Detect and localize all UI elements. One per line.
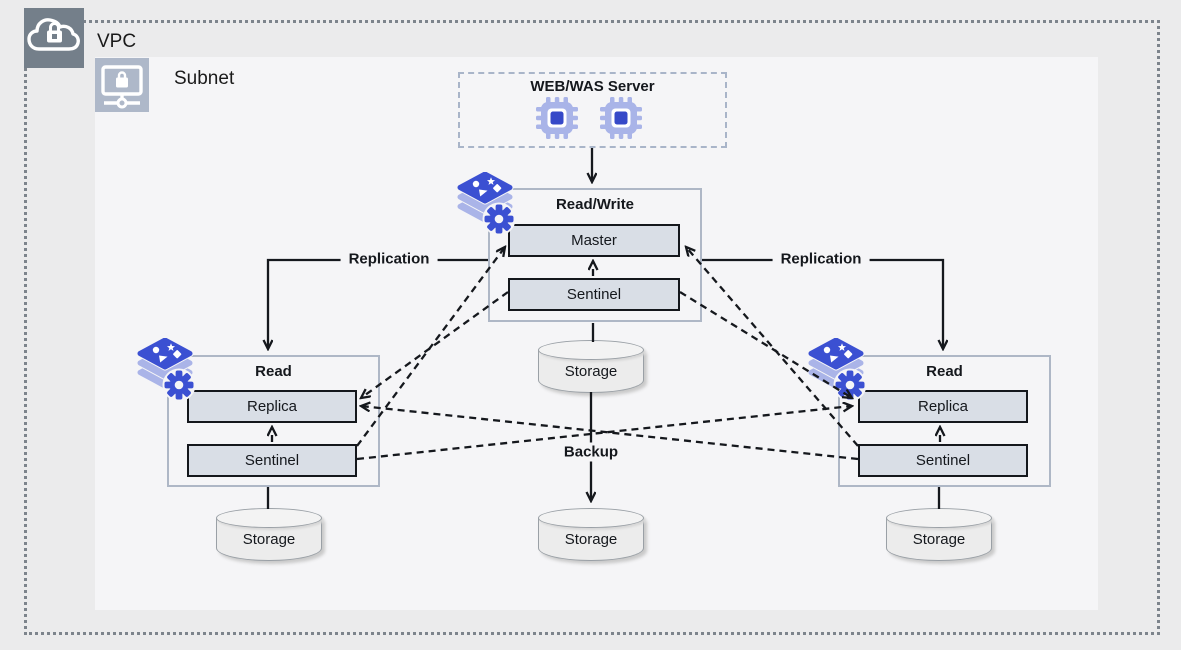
backup-label: Backup	[555, 442, 627, 462]
read-write-title: Read/Write	[555, 196, 635, 213]
master-label: Master	[571, 232, 617, 249]
replica-node-left: Replica	[187, 390, 357, 423]
webwas-server-title: WEB/WAS Server	[530, 78, 655, 95]
cpu-chip-icon	[536, 97, 578, 139]
sentinel-label: Sentinel	[566, 286, 622, 303]
subnet-icon	[95, 58, 149, 112]
storage-label: Storage	[912, 531, 966, 548]
vpc-cloud-lock-icon	[24, 8, 84, 68]
replication-right-label: Replication	[772, 249, 870, 269]
subnet-label: Subnet	[174, 68, 235, 89]
storage-label: Storage	[242, 531, 296, 548]
cylinder-top	[886, 508, 992, 528]
storage-cylinder-readwrite: Storage	[538, 340, 644, 393]
gear-icon	[833, 368, 867, 402]
vpc-label: VPC	[97, 31, 137, 52]
sentinel-label: Sentinel	[915, 452, 971, 469]
storage-cylinder-backup: Storage	[538, 508, 644, 561]
gear-icon	[482, 202, 516, 236]
read-left-title: Read	[255, 363, 292, 380]
cylinder-top	[538, 340, 644, 360]
sentinel-node-center: Sentinel	[508, 278, 680, 311]
replica-node-right: Replica	[858, 390, 1028, 423]
cylinder-top	[538, 508, 644, 528]
database-stack-gear-icon	[804, 336, 868, 404]
webwas-server-box	[458, 72, 727, 148]
cpu-chip-icon	[600, 97, 642, 139]
sentinel-node-left: Sentinel	[187, 444, 357, 477]
storage-cylinder-right: Storage	[886, 508, 992, 561]
cylinder-top	[216, 508, 322, 528]
sentinel-label: Sentinel	[244, 452, 300, 469]
master-node: Master	[508, 224, 680, 257]
sentinel-node-right: Sentinel	[858, 444, 1028, 477]
database-stack-gear-icon	[453, 170, 517, 238]
gear-icon	[162, 368, 196, 402]
replication-left-label: Replication	[340, 249, 438, 269]
database-stack-gear-icon	[133, 336, 197, 404]
storage-cylinder-left: Storage	[216, 508, 322, 561]
storage-label: Storage	[564, 531, 618, 548]
replica-label: Replica	[917, 398, 969, 415]
vpc-boundary	[24, 20, 1160, 635]
read-right-title: Read	[926, 363, 963, 380]
storage-label: Storage	[564, 363, 618, 380]
replica-label: Replica	[246, 398, 298, 415]
